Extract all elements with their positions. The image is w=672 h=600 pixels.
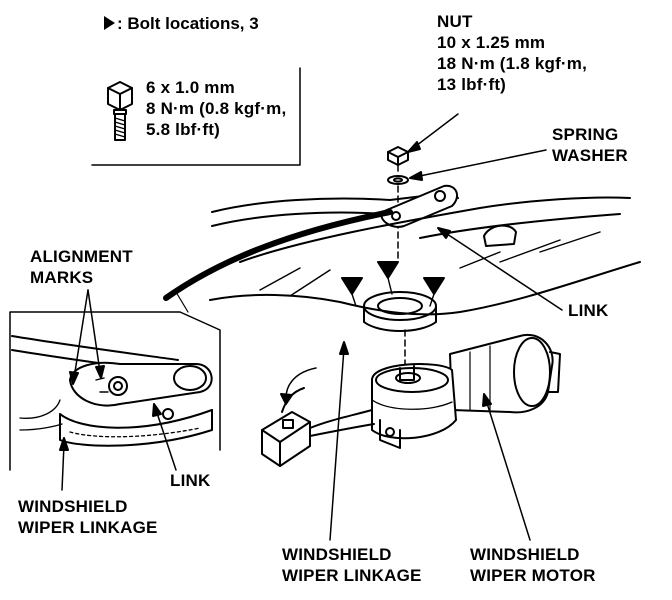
cowl-bracket: [483, 224, 517, 247]
alignment-leader-1: [73, 289, 89, 379]
motor-leader: [485, 399, 531, 541]
windshield-wiper-linkage-left-line-1: WINDSHIELD: [18, 497, 128, 516]
bolt-spec-torque: 8 N·m (0.8 kgf·m,: [146, 99, 287, 118]
nut-spec-size: 10 x 1.25 mm: [437, 33, 546, 52]
windshield-wiper-linkage-label-left: WINDSHIELD WIPER LINKAGE: [18, 496, 158, 538]
windshield-wiper-linkage-bottom-line-2: WIPER LINKAGE: [282, 566, 422, 585]
nut-spec-title: NUT: [437, 12, 473, 31]
bolt-icon: [107, 81, 133, 141]
bolt-spec-torque-imperial: 5.8 lbf·ft): [146, 120, 220, 139]
nut-spec-torque-imperial: 13 lbf·ft): [437, 75, 507, 94]
link-crank: [380, 184, 459, 228]
inset-divider: [163, 209, 393, 301]
alignment-leader-2: [87, 289, 101, 373]
windshield-wiper-motor-label: WINDSHIELD WIPER MOTOR: [470, 544, 596, 586]
spring-washer-label-line-2: WASHER: [552, 146, 628, 165]
washer-leader-arrow: [409, 171, 423, 181]
bolt-location-marker-3: [423, 277, 445, 295]
windshield-wiper-motor-line-1: WINDSHIELD: [470, 545, 580, 564]
windshield-wiper-motor-line-2: WIPER MOTOR: [470, 566, 596, 585]
windshield-wiper-linkage-bottom-line-1: WINDSHIELD: [282, 545, 392, 564]
alignment-marks-label-line-2: MARKS: [30, 268, 94, 287]
bolt-location-marker-icon: [104, 16, 115, 30]
bolt-location-legend-text: : Bolt locations, 3: [117, 14, 259, 33]
bolt-location-marker-2: [377, 261, 399, 279]
bolt-spec-box-border: [91, 67, 301, 166]
spring-washer-label-line-1: SPRING: [552, 125, 619, 144]
nut-spec: NUT 10 x 1.25 mm 18 N·m (1.8 kgf·m, 13 l…: [437, 11, 587, 95]
alignment-marks-label-line-1: ALIGNMENT: [30, 247, 133, 266]
link-left-leader: [155, 409, 177, 471]
nut-leader-arrow: [407, 141, 421, 153]
link-right-leader: [437, 227, 563, 311]
inset-frame: [9, 311, 221, 471]
windshield-wiper-linkage-label-bottom: WINDSHIELD WIPER LINKAGE: [282, 544, 422, 586]
linkage-rod: [211, 193, 459, 227]
nut-spec-torque: 18 N·m (1.8 kgf·m,: [437, 54, 588, 73]
windshield-wiper-linkage-left-line-2: WIPER LINKAGE: [18, 518, 158, 537]
link-label-left: LINK: [170, 471, 211, 490]
wire-connector: [261, 387, 375, 467]
spring-washer-label: SPRING WASHER: [552, 124, 628, 166]
bolt-spec: 6 x 1.0 mm 8 N·m (0.8 kgf·m, 5.8 lbf·ft): [146, 77, 286, 140]
bolt-location-marker-1: [341, 277, 363, 295]
assembly-axis: [397, 164, 406, 381]
inset-linkage: [11, 335, 213, 447]
spring-washer-icon: [387, 175, 409, 185]
bolt-location-legend: : Bolt locations, 3: [104, 13, 259, 34]
connector-arrow: [285, 367, 317, 399]
cowl-ribs: [259, 231, 601, 297]
wiper-motor: [371, 333, 561, 449]
bolt-spec-size: 6 x 1.0 mm: [146, 78, 235, 97]
linkage-left-leader: [61, 443, 65, 491]
motor-mount-ring: [363, 291, 437, 321]
linkage-bottom-leader: [329, 347, 345, 541]
nut-icon: [387, 146, 409, 166]
washer-leader: [409, 149, 547, 179]
alignment-marks-label: ALIGNMENT MARKS: [30, 246, 133, 288]
link-label-right: LINK: [568, 301, 609, 320]
